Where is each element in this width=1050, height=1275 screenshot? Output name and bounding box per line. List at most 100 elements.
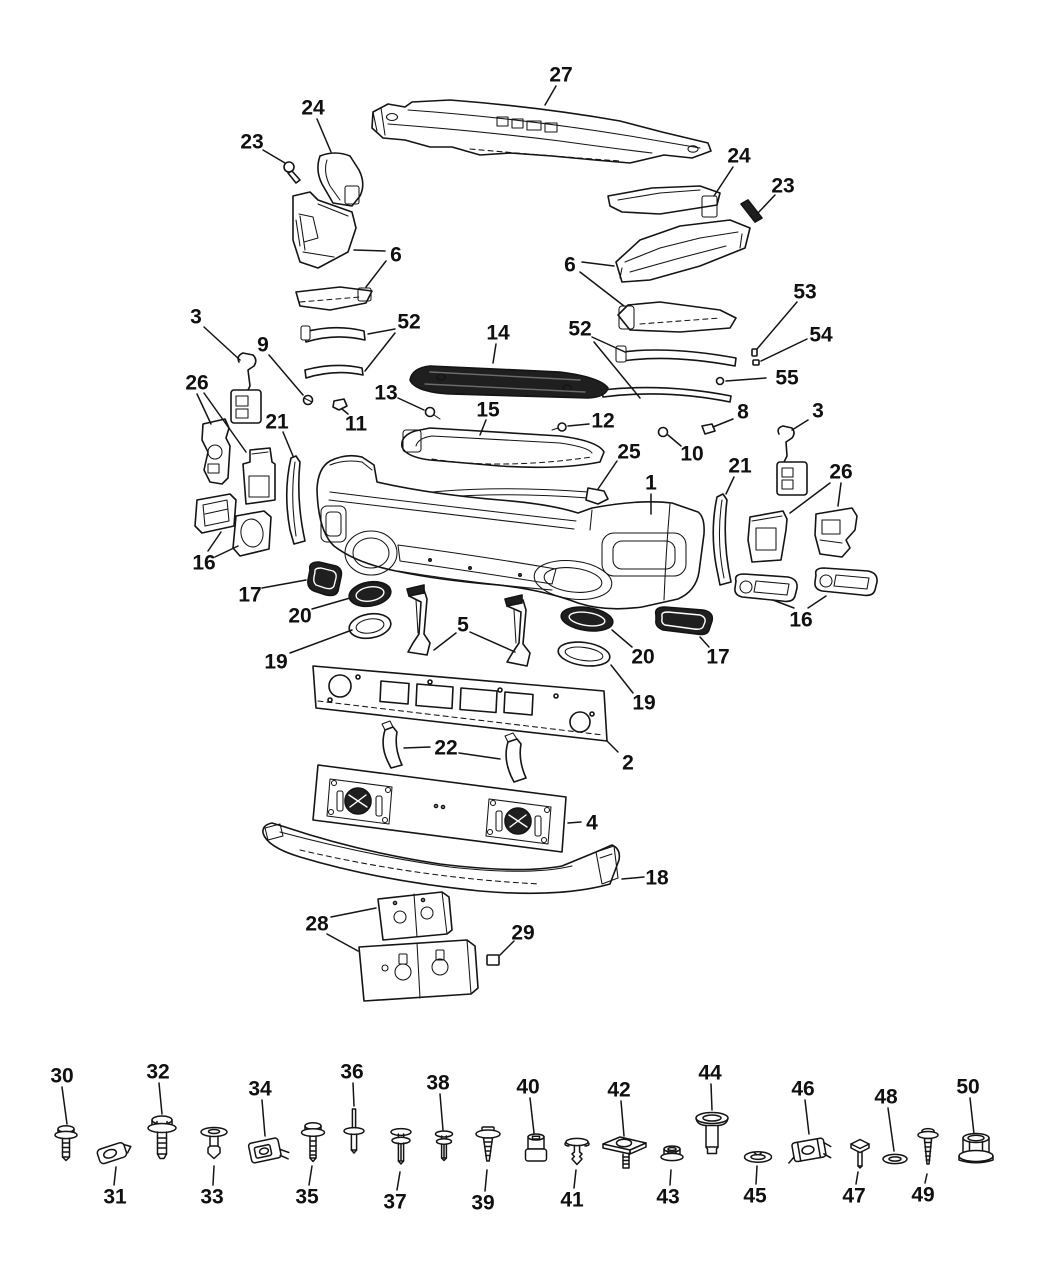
callout-50-label: 50 (956, 1076, 979, 1099)
part-52-left-lower-strip (304, 364, 364, 379)
callout-21-leader (282, 431, 294, 457)
part-4-skid-plate (312, 764, 567, 853)
snap-ring-icon (743, 1151, 773, 1163)
callout-17-leader (261, 579, 307, 589)
part-3-left-bracket (230, 352, 262, 424)
callout-41-label: 41 (560, 1189, 584, 1212)
part-16-right-bezel-b (814, 567, 878, 597)
push-rivet-icon (390, 1127, 412, 1165)
callout-6-leader (353, 249, 386, 252)
callout-8-label: 8 (737, 401, 749, 424)
callout-52-leader (593, 341, 641, 399)
callout-44-leader (710, 1083, 713, 1111)
callout-55-label: 55 (775, 367, 799, 390)
part-10-screw (657, 426, 669, 438)
callout-15-label: 15 (476, 399, 500, 422)
callout-30-label: 30 (50, 1065, 73, 1088)
callout-9-leader (268, 354, 304, 396)
callout-22-label: 22 (434, 737, 457, 760)
callout-33-label: 33 (200, 1186, 223, 1209)
callout-1-label: 1 (645, 472, 657, 495)
callout-5-leader (433, 632, 457, 651)
push-pin-icon (200, 1126, 228, 1160)
part-3-right-bracket (776, 425, 808, 496)
callout-54-label: 54 (809, 324, 833, 347)
callout-19-label: 19 (632, 692, 655, 715)
callout-36-label: 36 (340, 1061, 363, 1084)
part-8-clip (701, 423, 716, 435)
callout-35-label: 35 (295, 1186, 319, 1209)
part-14-upper-grille-insert (409, 365, 609, 399)
callout-24-leader (713, 166, 734, 197)
tapping-screw-icon (917, 1127, 939, 1165)
flange-nut-icon (660, 1145, 684, 1162)
callout-19-leader (289, 629, 353, 654)
callout-50-leader (969, 1097, 975, 1135)
part-17-left-insert (307, 561, 343, 597)
part-20-right-insert (560, 606, 614, 632)
callout-17-label: 17 (706, 646, 729, 669)
callout-5-label: 5 (457, 614, 469, 637)
part-16-left-bezel-b (232, 510, 272, 557)
callout-35-leader (308, 1165, 313, 1186)
callout-27-label: 27 (549, 64, 572, 87)
callout-38-leader (439, 1093, 444, 1131)
part-28-plate-bracket-upper (377, 891, 453, 941)
callout-48-label: 48 (874, 1086, 898, 1109)
callout-46-leader (804, 1099, 810, 1135)
part-23-right-stick (740, 199, 763, 223)
callout-4-label: 4 (586, 812, 598, 835)
callout-21-label: 21 (265, 411, 289, 434)
callout-54-leader (760, 338, 808, 362)
callout-41-leader (573, 1169, 577, 1189)
parts-layer (194, 99, 878, 1002)
part-22-right-bracket (504, 732, 527, 783)
part-26-left-bracket-a (201, 418, 231, 485)
callout-37-label: 37 (383, 1191, 406, 1214)
flange-bolt-icon (54, 1125, 78, 1162)
callout-12-label: 12 (591, 410, 614, 433)
part-52-right-upper-strip (615, 345, 737, 367)
callout-21-label: 21 (728, 455, 752, 478)
fasteners-layer: 3031323334353637383940414243444546474849… (50, 1061, 994, 1215)
callout-4-leader (567, 821, 582, 824)
callout-26-label: 26 (829, 461, 852, 484)
callout-28-label: 28 (305, 913, 329, 936)
callout-45-label: 45 (743, 1185, 767, 1208)
callout-24-label: 24 (727, 145, 751, 168)
callout-6-label: 6 (564, 254, 576, 277)
callout-47-leader (855, 1171, 859, 1185)
part-28-plate-bracket-lower (358, 939, 479, 1002)
callout-34-label: 34 (248, 1078, 272, 1101)
callout-13-label: 13 (374, 382, 397, 405)
callout-52-leader (364, 332, 396, 372)
callout-43-leader (669, 1169, 672, 1186)
part-27-upper-shield (371, 99, 712, 164)
callout-23-label: 23 (240, 131, 263, 154)
part-19-left-ring (348, 612, 392, 640)
part-54-clip (752, 359, 760, 366)
callout-19-leader (610, 664, 634, 694)
part-19-right-ring (557, 641, 611, 667)
callout-39-label: 39 (471, 1192, 494, 1215)
part-26-right-bracket-b (814, 507, 858, 558)
callout-6-label: 6 (390, 244, 402, 267)
callout-20-leader (311, 597, 351, 610)
callout-29-label: 29 (511, 922, 534, 945)
part-13-screw (424, 406, 441, 420)
callout-23-leader (262, 149, 286, 164)
callout-52-leader (367, 328, 396, 335)
callout-46-label: 46 (791, 1078, 814, 1101)
callout-24-label: 24 (301, 97, 325, 120)
callout-11-leader (341, 408, 349, 415)
part-52-left-upper-strip (300, 325, 366, 343)
callout-32-leader (158, 1082, 163, 1115)
part-9-screw (302, 394, 314, 406)
callout-31-leader (113, 1166, 117, 1186)
callout-42-leader (620, 1100, 625, 1137)
part-20-left-insert (348, 580, 392, 608)
part-5-left-support (406, 584, 431, 656)
part-5-right-support (504, 594, 531, 667)
part-16-right-bezel-a (734, 573, 798, 603)
callout-10-label: 10 (680, 443, 703, 466)
